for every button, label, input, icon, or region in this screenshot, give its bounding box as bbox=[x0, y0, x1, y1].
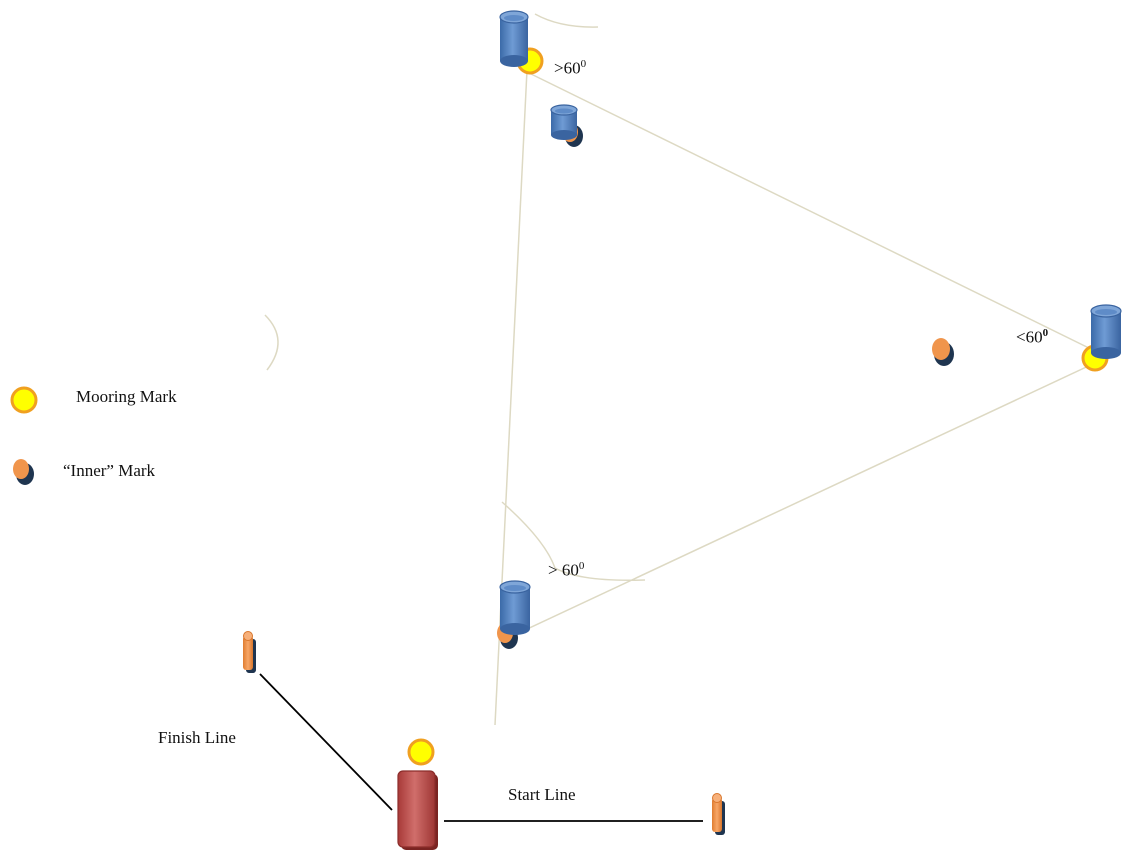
inner-top-mark bbox=[550, 104, 583, 147]
blue-buoy-icon bbox=[499, 10, 529, 67]
start-pin-buoy-icon bbox=[712, 793, 725, 835]
right-mark bbox=[1081, 304, 1122, 372]
finish-pin-buoy-icon bbox=[243, 631, 256, 673]
committee-boat bbox=[397, 738, 438, 850]
wind-arc bbox=[264, 314, 279, 371]
finish-line-label: Finish Line bbox=[158, 728, 236, 747]
angle-bottom-degree: 0 bbox=[578, 560, 585, 572]
mooring-mark-icon bbox=[407, 738, 435, 766]
blue-buoy-icon bbox=[1090, 304, 1122, 359]
legend-icons bbox=[10, 386, 38, 485]
blue-buoy-icon bbox=[550, 104, 578, 140]
angle-right-value: <60 bbox=[1016, 327, 1043, 347]
leg-top-to-right bbox=[526, 71, 1098, 353]
start-line-label: Start Line bbox=[508, 785, 576, 804]
bottom-mark bbox=[497, 580, 531, 649]
top-mark bbox=[499, 10, 544, 75]
angle-arc-bottom bbox=[501, 501, 646, 581]
angle-arc-top bbox=[534, 13, 599, 28]
blue-buoy-icon bbox=[499, 580, 531, 635]
leg-right-to-bottom bbox=[507, 361, 1098, 639]
angle-label-right: <600 bbox=[1016, 327, 1048, 348]
legend-inner-mark-label: “Inner” Mark bbox=[63, 461, 156, 480]
mooring-mark-icon bbox=[10, 386, 38, 414]
angle-right-degree: 0 bbox=[1042, 327, 1049, 339]
angle-top-degree: 0 bbox=[580, 58, 587, 70]
angle-bottom-value: > 60 bbox=[548, 560, 579, 580]
angle-label-bottom: > 600 bbox=[548, 560, 584, 581]
finish-line bbox=[259, 673, 393, 811]
inner-right-mark bbox=[932, 338, 954, 366]
legend-mooring-mark-label: Mooring Mark bbox=[76, 387, 177, 406]
angle-label-top: >600 bbox=[554, 58, 586, 79]
angle-top-value: >60 bbox=[554, 58, 581, 78]
course-lines bbox=[264, 13, 1098, 726]
